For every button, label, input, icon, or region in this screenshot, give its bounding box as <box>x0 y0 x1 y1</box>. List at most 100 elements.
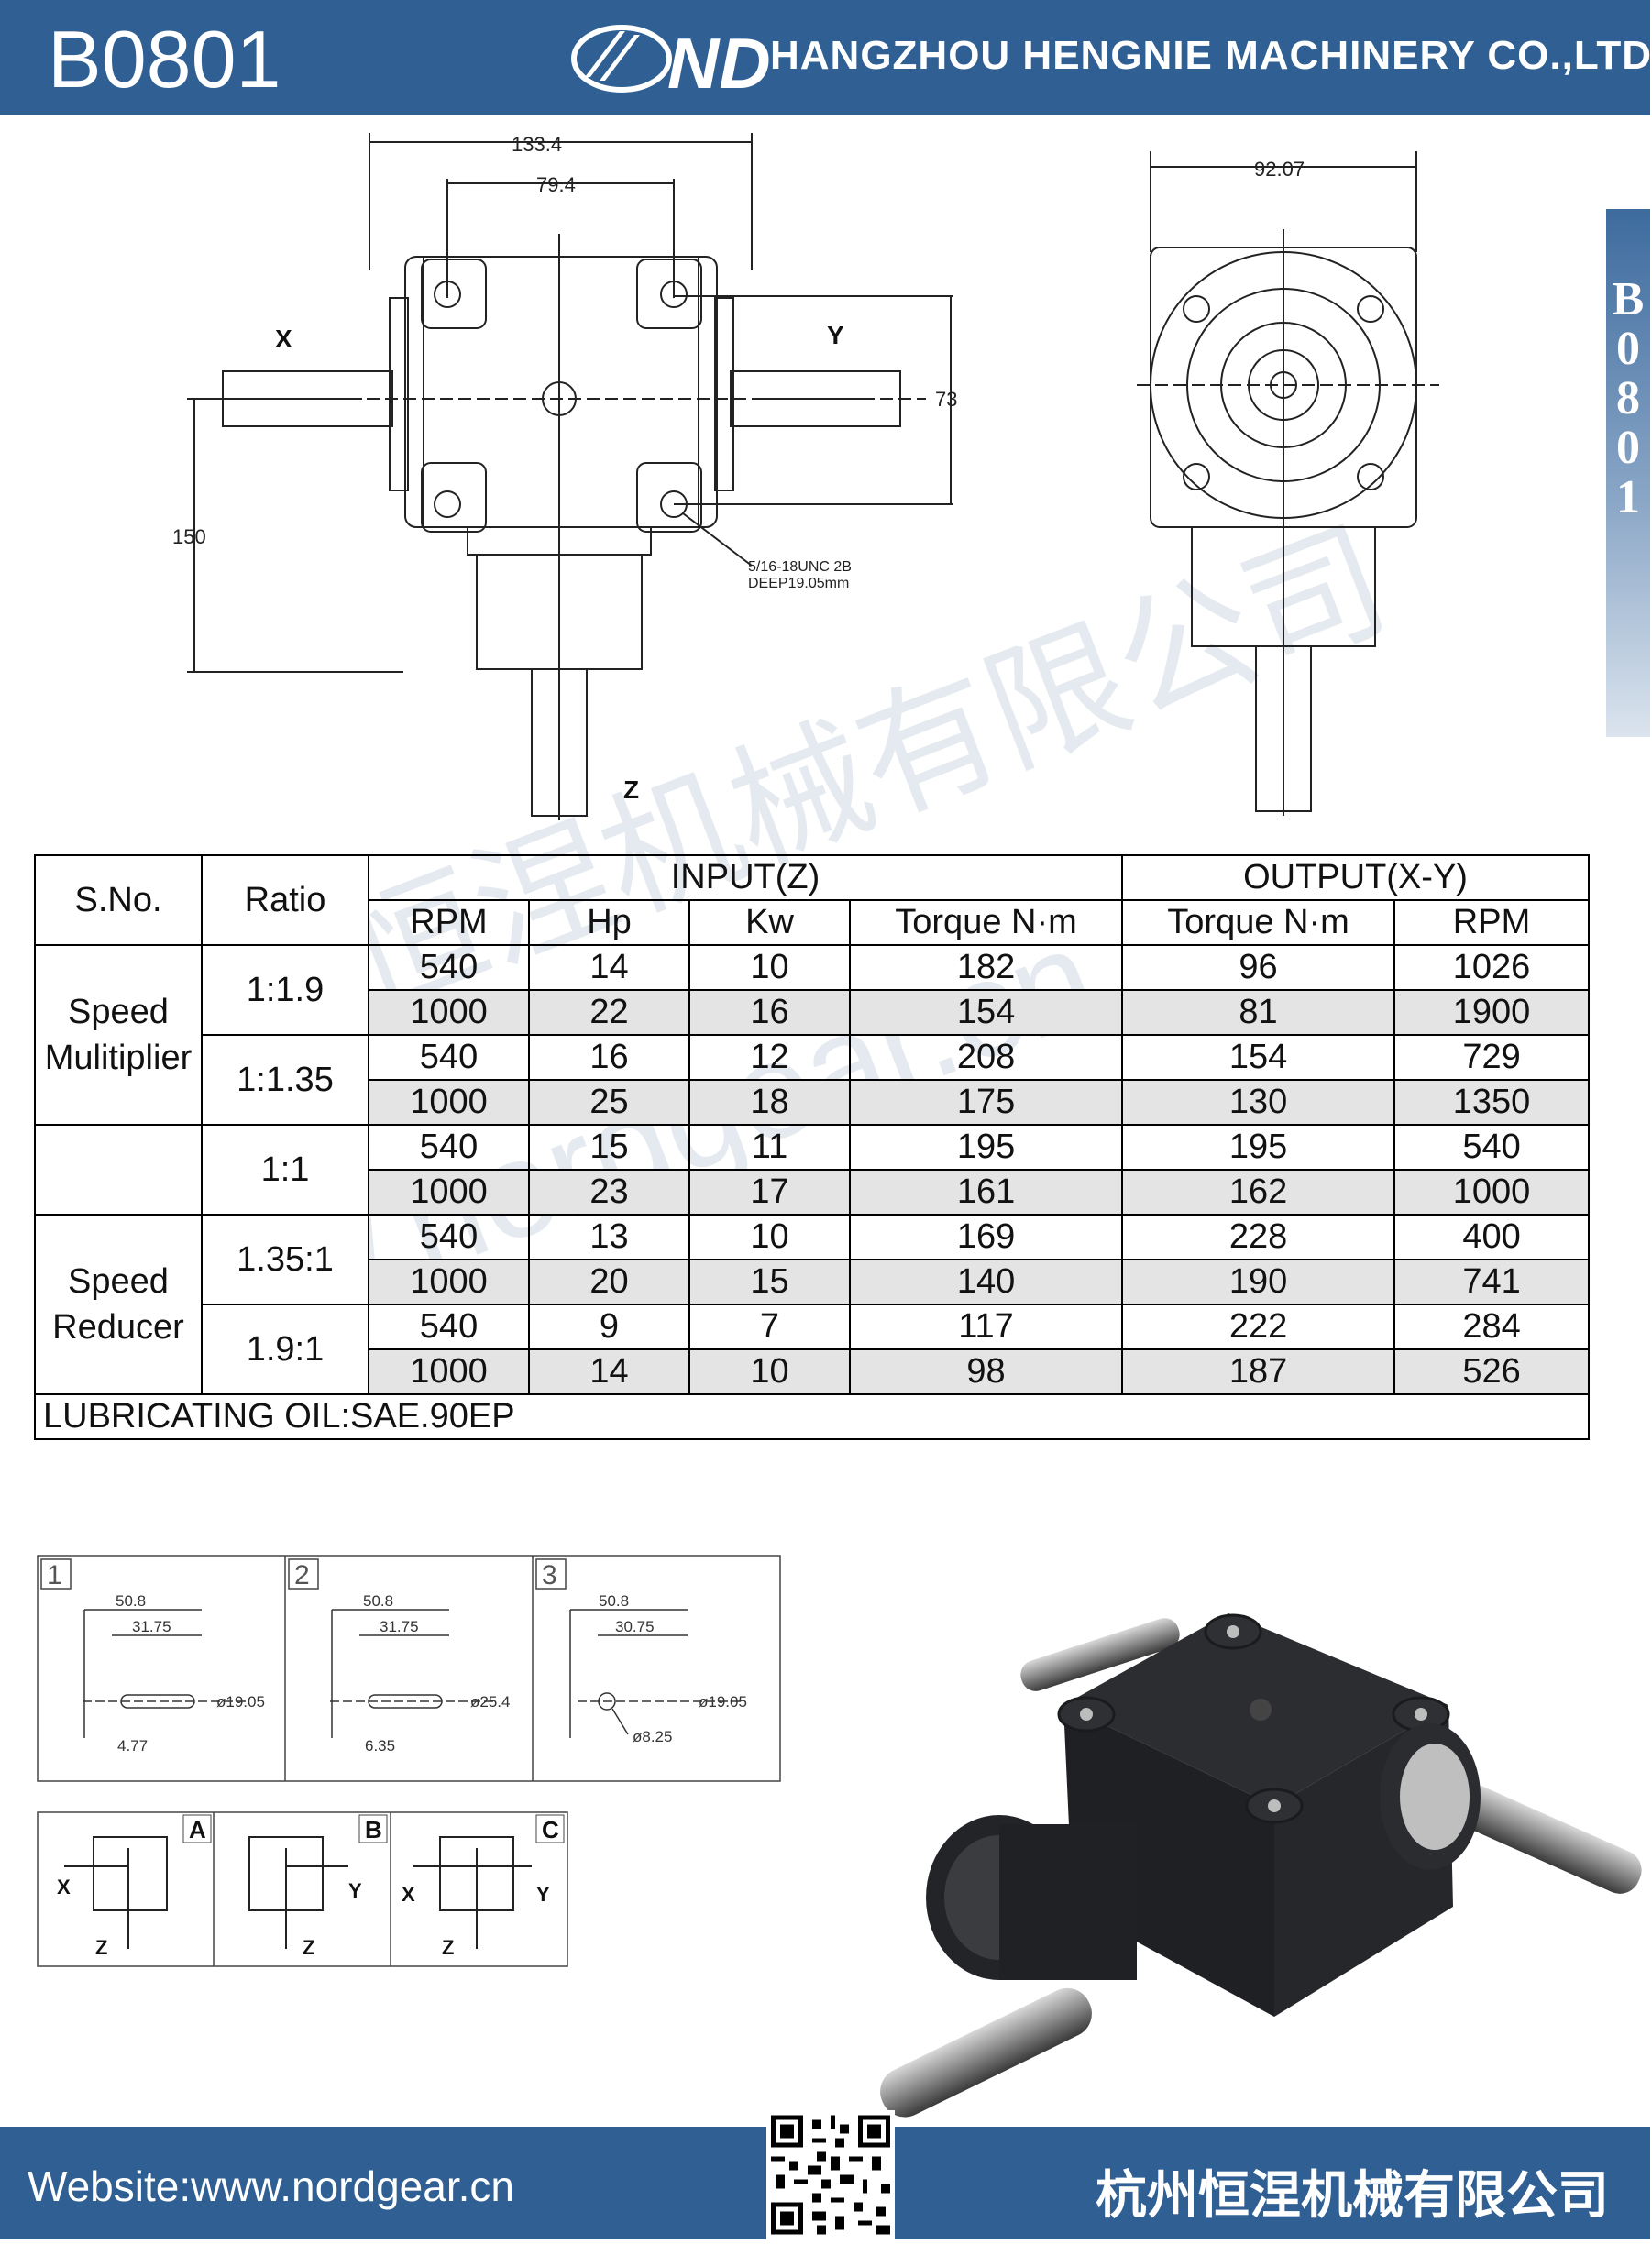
cell-rpm-in: 1000 <box>368 1259 530 1305</box>
dim-30-75: 30.75 <box>615 1618 655 1635</box>
cell-hp: 13 <box>528 1214 690 1260</box>
panel-number: 1 <box>47 1560 62 1590</box>
front-view-drawing: 133.4 79.4 73 150 X Y Z 5/16-18UNC 2B DE… <box>172 133 957 820</box>
cell-torque-out: 130 <box>1121 1079 1396 1126</box>
cell-kw: 11 <box>688 1124 851 1171</box>
dim-height-total: 150 <box>172 525 206 548</box>
cell-rpm-out: 1026 <box>1393 944 1591 991</box>
cell-rpm-out: 1000 <box>1393 1169 1591 1216</box>
cell-torque-in: 195 <box>848 1124 1124 1171</box>
dim-50-8: 50.8 <box>116 1592 146 1610</box>
cell-kw: 10 <box>688 1214 851 1260</box>
cell-kw: 17 <box>688 1169 851 1216</box>
cell-kw: 10 <box>688 1348 851 1395</box>
cell-rpm-in: 1000 <box>368 1079 530 1126</box>
cell-rpm-in: 540 <box>368 1214 530 1260</box>
dim-diameter: ø19.05 <box>699 1693 747 1710</box>
cell-rpm-out: 526 <box>1393 1348 1591 1395</box>
qr-code-icon <box>766 2110 895 2239</box>
cell-rpm-out: 729 <box>1393 1034 1591 1081</box>
cell-rpm-in: 540 <box>368 1124 530 1171</box>
header-torque-out: Torque N·m <box>1121 899 1396 946</box>
cell-torque-out: 195 <box>1121 1124 1396 1171</box>
ratio-cell: 1.9:1 <box>201 1304 369 1395</box>
cell-rpm-out: 1900 <box>1393 989 1591 1036</box>
side-tab-char: 8 <box>1616 372 1640 424</box>
dim-width-total: 133.4 <box>512 133 562 156</box>
cell-hp: 14 <box>528 944 690 991</box>
brand-logo: ND <box>571 23 771 104</box>
shaft-panel-1: 1 50.8 31.75 ø19.05 4.77 <box>40 1558 265 1754</box>
header-hp: Hp <box>528 899 690 946</box>
cell-kw: 16 <box>688 989 851 1036</box>
cell-rpm-in: 540 <box>368 1304 530 1350</box>
spec-table: S.No. Ratio INPUT(Z) OUTPUT(X-Y) RPM Hp … <box>33 854 1591 1440</box>
header-ratio: Ratio <box>201 854 369 946</box>
cell-hp: 9 <box>528 1304 690 1350</box>
cell-torque-in: 175 <box>848 1079 1124 1126</box>
cell-torque-in: 140 <box>848 1259 1124 1305</box>
side-view-drawing: 92.07 <box>1137 151 1439 816</box>
cell-rpm-in: 540 <box>368 1034 530 1081</box>
header-rpm-out: RPM <box>1393 899 1591 946</box>
cell-torque-out: 96 <box>1121 944 1396 991</box>
thread-note-line2: DEEP19.05mm <box>748 576 849 591</box>
axis-x: X <box>57 1876 71 1898</box>
header-output: OUTPUT(X-Y) <box>1121 854 1591 901</box>
qr-code[interactable] <box>766 2110 895 2239</box>
cell-kw: 7 <box>688 1304 851 1350</box>
cell-rpm-in: 1000 <box>368 1348 530 1395</box>
lubricating-oil-note: LUBRICATING OIL:SAE.90EP <box>33 1393 1591 1440</box>
dim-key: 4.77 <box>117 1737 148 1754</box>
axis-y-label: Y <box>827 321 844 349</box>
dim-50-8: 50.8 <box>599 1592 629 1610</box>
header-input: INPUT(Z) <box>367 854 1124 901</box>
cell-kw: 18 <box>688 1079 851 1126</box>
cell-kw: 10 <box>688 944 851 991</box>
dim-31-75: 31.75 <box>380 1618 419 1635</box>
dim-31-75: 31.75 <box>132 1618 171 1635</box>
side-tab-char: B <box>1612 273 1645 325</box>
ratio-cell: 1:1.9 <box>201 944 369 1036</box>
rotation-panel-a: A X Z <box>57 1814 212 1959</box>
logo-text: ND <box>667 23 771 104</box>
website-text[interactable]: Website:www.nordgear.cn <box>28 2162 514 2210</box>
dim-diameter: ø25.4 <box>470 1693 510 1710</box>
cell-kw: 15 <box>688 1259 851 1305</box>
cell-torque-out: 162 <box>1121 1169 1396 1216</box>
cell-hp: 20 <box>528 1259 690 1305</box>
cell-torque-out: 187 <box>1121 1348 1396 1395</box>
panel-letter: B <box>365 1816 382 1843</box>
side-tab-char: 1 <box>1616 471 1640 523</box>
cell-hp: 25 <box>528 1079 690 1126</box>
company-name-cn: 杭州恒涅机械有限公司 <box>1096 2166 1609 2226</box>
cell-rpm-out: 1350 <box>1393 1079 1591 1126</box>
rotation-diagrams: A X Z B Y Z C X Y Z <box>37 1811 568 1967</box>
axis-x: X <box>402 1883 415 1906</box>
cell-torque-out: 154 <box>1121 1034 1396 1081</box>
cell-kw: 12 <box>688 1034 851 1081</box>
dim-key: 6.35 <box>365 1737 395 1754</box>
header-rpm-in: RPM <box>368 899 530 946</box>
shaft-panel-2: 2 50.8 31.75 ø25.4 6.35 <box>288 1558 510 1754</box>
cell-hp: 22 <box>528 989 690 1036</box>
cell-torque-out: 190 <box>1121 1259 1396 1305</box>
dim-height-bolt: 73 <box>935 388 957 411</box>
cell-torque-in: 98 <box>848 1348 1124 1395</box>
dim-diameter: ø19.05 <box>216 1693 265 1710</box>
side-tab-char: 0 <box>1616 323 1640 375</box>
cell-torque-in: 169 <box>848 1214 1124 1260</box>
ratio-cell: 1:1 <box>201 1124 369 1216</box>
cell-rpm-in: 540 <box>368 944 530 991</box>
ratio-cell: 1:1.35 <box>201 1034 369 1126</box>
shaft-detail-panels: 1 50.8 31.75 ø19.05 4.77 2 50.8 31.75 ø2… <box>37 1555 781 1782</box>
ratio-cell: 1.35:1 <box>201 1214 369 1305</box>
header-sno: S.No. <box>34 854 203 946</box>
cell-rpm-in: 1000 <box>368 989 530 1036</box>
group-reducer: Speed Reducer <box>34 1214 203 1395</box>
side-tab-char: 0 <box>1616 422 1640 474</box>
dim-bolt-span: 79.4 <box>536 173 576 196</box>
axis-y: Y <box>348 1879 362 1902</box>
